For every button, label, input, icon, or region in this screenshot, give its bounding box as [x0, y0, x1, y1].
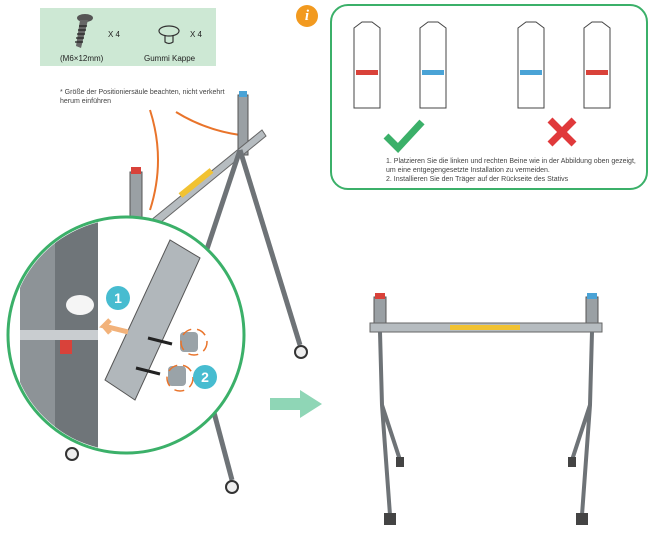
instruction-line-2: 2. Installieren Sie den Träger auf der R…	[386, 176, 569, 183]
correct-leg-pair	[353, 21, 447, 154]
red-marker	[375, 293, 385, 299]
orientation-note: * Größe der Positioniersäule beachten, n…	[60, 89, 225, 105]
caster-wheel	[225, 480, 239, 494]
blue-marker	[422, 70, 444, 75]
blue-marker	[239, 91, 247, 97]
rubber-cap-icon	[158, 25, 180, 45]
leg-orientation-diagram	[353, 21, 611, 154]
crossbar-warning-label	[450, 325, 520, 330]
screw-size-label: (M6×12mm)	[60, 54, 104, 63]
cap-label: Gummi Kappe	[144, 54, 196, 63]
callout-arrow-right	[175, 111, 241, 136]
blue-marker	[587, 293, 597, 299]
info-panel	[330, 4, 648, 190]
crossbar-warning-label	[178, 168, 214, 198]
parts-list-box: X 4 (M6×12mm) X 4 Gummi Kappe	[40, 8, 216, 66]
caster-wheel	[576, 513, 588, 525]
step-2-badge: 2	[193, 365, 217, 389]
red-marker	[586, 70, 608, 75]
screw-quantity: X 4	[108, 30, 121, 39]
check-mark-icon	[383, 119, 425, 154]
assembly-detail-illustration	[6, 91, 322, 494]
caster-wheel	[568, 457, 576, 467]
caster-wheel	[396, 457, 404, 467]
screw-icon	[75, 14, 93, 48]
cap-quantity: X 4	[190, 30, 203, 39]
cross-mark-icon	[547, 117, 577, 147]
step-1-badge: 1	[106, 286, 130, 310]
callout-arrow-left	[149, 109, 159, 211]
incorrect-leg-pair	[517, 21, 611, 147]
caster-wheel	[294, 345, 308, 359]
instruction-line-1: 1. Platzieren Sie die linken und rechten…	[386, 158, 636, 174]
red-marker	[356, 70, 378, 75]
blue-marker	[520, 70, 542, 75]
caster-wheel	[65, 447, 79, 461]
info-icon: i	[296, 5, 318, 27]
assembled-stand-illustration	[369, 293, 603, 525]
caster-wheel	[384, 513, 396, 525]
info-instructions: 1. Platzieren Sie die linken und rechten…	[386, 157, 636, 184]
red-marker	[131, 167, 141, 174]
result-arrow	[270, 390, 322, 418]
